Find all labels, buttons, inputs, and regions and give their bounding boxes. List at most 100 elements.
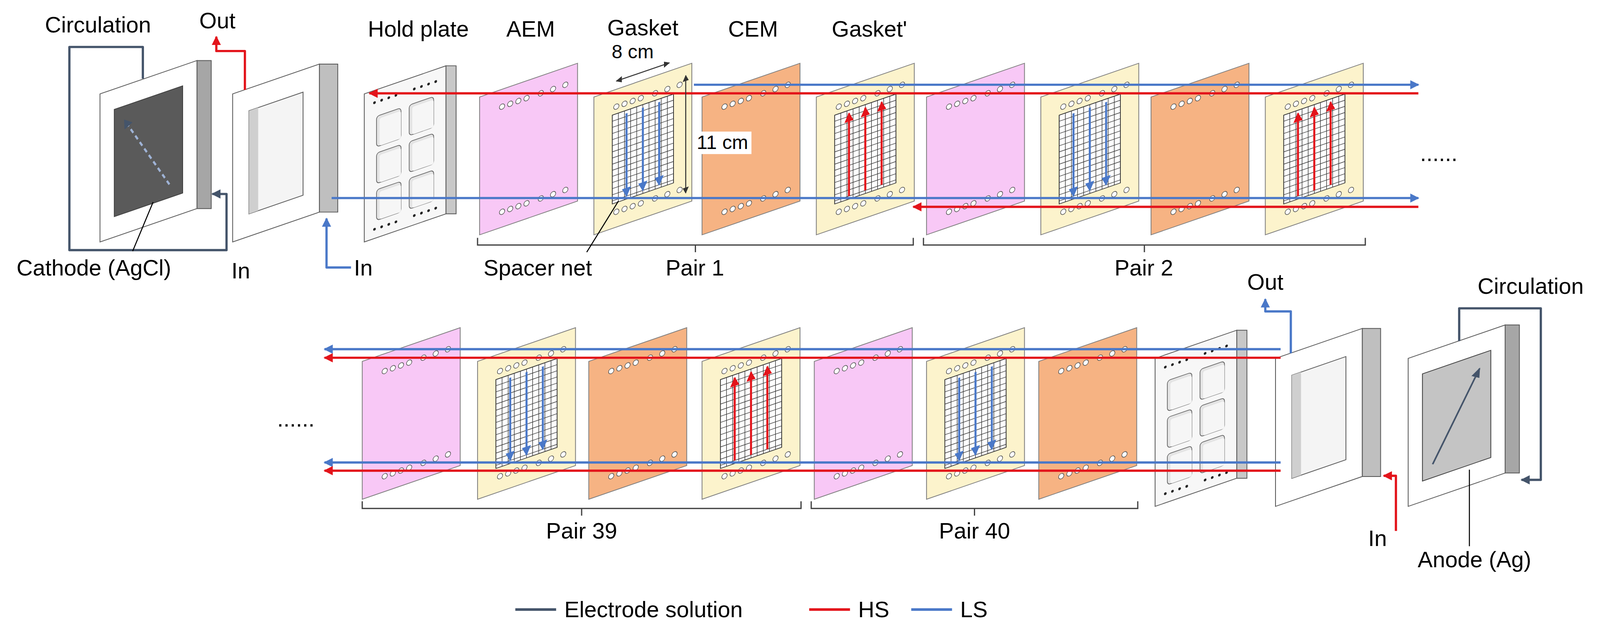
hold-plate-dot [413,213,416,218]
port-hole [497,472,503,480]
gasket-sheet-face [477,327,576,499]
net-line [846,111,848,200]
hold-plate-window [376,181,402,221]
net-line [769,362,770,452]
part-label: Pair 39 [546,517,618,544]
port-hole [633,359,639,367]
port-hole [1111,85,1118,93]
net-line [975,369,976,458]
channel-flow [641,107,644,191]
hold-plate-window [409,96,434,136]
port-hole [1082,359,1089,367]
port-hole [445,450,451,458]
port-hole [523,94,530,102]
pair-bracket [362,501,802,516]
port-hole [852,97,858,105]
hold-plate-dot [1171,489,1174,493]
net-line [1005,358,1007,447]
aem-sheet-face [926,63,1025,235]
gasket-sheet [594,63,692,235]
channel-flow [864,107,867,191]
port-hole [1178,100,1185,108]
port-hole [746,359,752,367]
net-line [1295,111,1296,200]
hold-plate-window-shade [379,147,402,183]
port-hole [772,454,779,462]
channel-flow [958,377,961,461]
hold-plate-dot [1185,484,1188,488]
port-hole [550,85,556,93]
net-line [1058,115,1060,204]
end-frame-side [319,64,338,213]
cathode-chamber-front [99,60,197,242]
port-hole [505,364,511,372]
net-line [642,104,644,194]
end-frame-side [1362,328,1381,477]
gasket-sheet-face [816,63,914,235]
hold-plate-window [376,144,402,184]
port-hole [381,367,388,375]
port-hole [1187,97,1193,105]
end-frame-front [232,64,320,243]
net-line [1344,94,1345,183]
port-hole [398,361,404,369]
port-hole [946,367,952,375]
end-frame [1275,328,1363,507]
cem-sheet [1151,63,1249,235]
port-hole [946,472,952,480]
hold-plate-window [1200,360,1225,400]
hold-plate-side [445,65,457,214]
leader-line [132,202,154,252]
channel-flow [750,371,753,455]
hold-plate-dot [387,222,390,227]
net-line [987,364,989,454]
hold-plate-dot [420,84,423,89]
part-label: In [1368,525,1387,551]
port-hole [523,199,530,207]
port-hole [562,186,568,194]
port-hole [730,205,736,213]
aem-sheet [479,63,578,235]
port-hole [954,100,960,108]
net-line [1338,96,1339,185]
hs-flow [324,469,1281,472]
gasket-sheet [926,327,1025,499]
part-label: In [231,257,251,284]
spacer-net [1059,94,1121,204]
hold-plate-dot [1178,486,1181,491]
port-hole [730,100,736,108]
port-hole [1109,349,1115,357]
port-hole [899,186,905,194]
gasket-sheet-face [594,63,692,235]
net-line [1083,106,1084,196]
electrode-flow [124,104,170,201]
channel-flow [880,101,883,185]
net-line [1283,115,1284,204]
net-line [950,377,952,466]
part-label: ...... [1419,140,1458,166]
cem-sheet-face [588,327,687,499]
channel-flow [1313,107,1316,191]
channel-flow [1296,113,1299,196]
hold-plate-window-shade [1170,375,1192,411]
net-line [834,115,835,204]
net-line [883,98,884,187]
cem-sheet [588,327,687,499]
hold-plate-window [1167,445,1192,485]
part-label: Pair 40 [938,517,1011,544]
part-label: Spacer net [483,254,592,281]
channel-flow [625,113,628,196]
net-line [744,371,746,460]
channel-flow [847,113,850,196]
net-line [550,360,552,450]
port-hole [406,359,412,367]
port-hole [1009,450,1016,458]
port-hole [962,97,969,105]
port-hole [550,190,556,198]
hold-plate-window-shade [379,110,402,146]
hold-plate-dot [1164,491,1167,496]
frame-opening [248,91,303,214]
hs-outlet [216,36,246,90]
net-line [956,375,958,464]
